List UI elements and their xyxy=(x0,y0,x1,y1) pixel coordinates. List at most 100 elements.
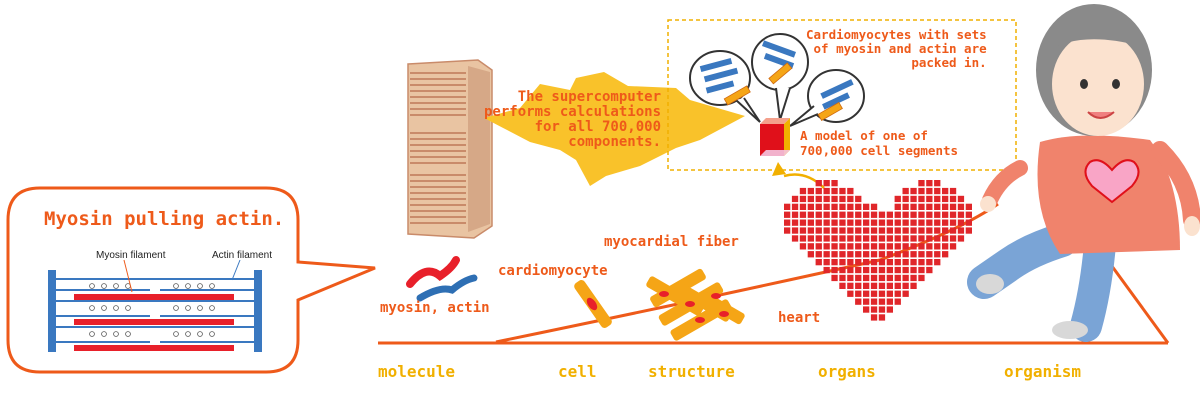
heart-pixel xyxy=(918,180,925,187)
heart-pixel xyxy=(847,259,854,266)
heart-pixel xyxy=(815,243,822,250)
heart-pixel xyxy=(902,266,909,274)
heart-pixel xyxy=(863,266,870,274)
heart-pixel xyxy=(934,211,941,218)
scale-organism: organism xyxy=(1004,362,1082,381)
heart-pixel xyxy=(878,235,886,242)
heart-pixel xyxy=(863,259,870,266)
heart-pixel xyxy=(910,187,917,195)
heart-pixel xyxy=(894,259,901,266)
heart-pixel xyxy=(831,227,838,234)
heart-pixel xyxy=(902,290,909,297)
supercomputer-text-line-4: components. xyxy=(568,134,662,150)
heart-pixel xyxy=(807,211,814,218)
heart-pixel xyxy=(918,251,925,258)
heart-pixel xyxy=(870,298,878,305)
heart-pixel xyxy=(949,187,957,195)
heart-pixel xyxy=(847,290,854,297)
heart-pixel xyxy=(894,243,901,250)
heart-pixel xyxy=(870,243,878,250)
heart-pixel xyxy=(863,274,870,282)
heart-pixel xyxy=(847,227,854,234)
heart-pixel xyxy=(902,243,909,250)
heart-pixel xyxy=(957,203,965,210)
heart-pixel xyxy=(878,314,886,321)
heart-pixel xyxy=(791,227,799,234)
heart-pixel xyxy=(847,274,854,282)
heart-pixel xyxy=(934,219,941,226)
heart-pixel xyxy=(863,203,870,210)
heart-pixel xyxy=(807,251,814,258)
heart-pixel xyxy=(855,203,862,210)
heart-pixel xyxy=(878,298,886,305)
heart-pixel xyxy=(839,274,846,282)
heart-pixel xyxy=(934,235,941,242)
heart-pixel xyxy=(870,259,878,266)
heart-pixel xyxy=(926,180,933,187)
heart-pixel xyxy=(847,219,854,226)
cell-model-box xyxy=(667,19,1017,171)
heart-pixel xyxy=(799,195,807,203)
heart-pixel xyxy=(886,282,893,289)
heart-pixel xyxy=(870,251,878,258)
supercomputer-text-line-2: performs calculations xyxy=(484,104,662,120)
heart-pixel xyxy=(807,203,814,210)
heart-pixel xyxy=(894,203,901,210)
callout-title: Myosin pulling actin. xyxy=(44,208,285,230)
scale-cell: cell xyxy=(558,362,597,381)
heart-pixel xyxy=(910,282,917,289)
heart-pixel xyxy=(926,243,933,250)
heart-pixel xyxy=(863,282,870,289)
sarcomere-diagram xyxy=(48,259,262,352)
heart-pixel xyxy=(855,195,862,203)
heart-pixel xyxy=(942,235,949,242)
scale-molecule: molecule xyxy=(378,362,456,381)
heart-pixel xyxy=(918,203,925,210)
heart-pixel xyxy=(949,227,957,234)
myocardial-fiber-shape xyxy=(646,268,745,341)
heart-pixel xyxy=(855,259,862,266)
heart-pixel xyxy=(823,180,830,187)
heart-pixel xyxy=(942,243,949,250)
heart-pixel xyxy=(863,211,870,218)
heart-pixel xyxy=(902,282,909,289)
heart-pixel xyxy=(894,274,901,282)
heart-pixel xyxy=(839,187,846,195)
heart-pixel xyxy=(942,251,949,258)
heart-pixel xyxy=(886,259,893,266)
heart-pixel xyxy=(934,243,941,250)
heart-pixel xyxy=(934,195,941,203)
heart-pixel xyxy=(965,227,972,234)
heart-pixel xyxy=(894,290,901,297)
heart-pixel xyxy=(831,180,838,187)
myosin-filaments xyxy=(74,294,234,351)
heart-pixel xyxy=(815,251,822,258)
heart-pixel xyxy=(839,259,846,266)
heart-pixel xyxy=(815,235,822,242)
heart-pixel xyxy=(855,235,862,242)
actin-filament-label: Actin filament xyxy=(212,250,273,261)
heart-pixel xyxy=(870,314,878,321)
heart-pixel xyxy=(831,219,838,226)
heart-pixel xyxy=(910,235,917,242)
heart-pixel xyxy=(926,259,933,266)
heart-pixel xyxy=(910,219,917,226)
actin-filaments xyxy=(56,278,254,343)
cardiomyocyte-label: cardiomyocyte xyxy=(498,263,608,279)
heart-pixel xyxy=(902,259,909,266)
heart-pixel xyxy=(910,243,917,250)
heart-pixel xyxy=(926,251,933,258)
heart-pixel xyxy=(791,203,799,210)
heart-pixel xyxy=(878,211,886,218)
heart-pixel xyxy=(886,219,893,226)
heart-pixel xyxy=(910,211,917,218)
heart-pixel xyxy=(831,274,838,282)
heart-pixel xyxy=(918,195,925,203)
myosin-actin-label: myosin, actin xyxy=(380,300,490,316)
heart-pixel xyxy=(918,274,925,282)
heart-pixel xyxy=(855,251,862,258)
heart-pixel xyxy=(839,227,846,234)
heart-pixel xyxy=(886,235,893,242)
heart-pixel xyxy=(902,274,909,282)
heart-pixel xyxy=(847,266,854,274)
